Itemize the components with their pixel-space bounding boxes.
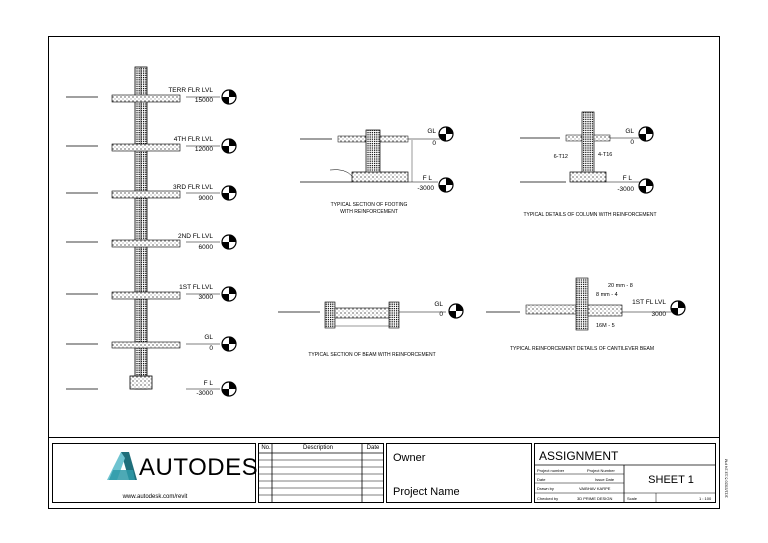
date-label: Date	[537, 477, 546, 482]
elevation-column	[129, 66, 153, 390]
footing-caption: WITH REINFORCEMENT	[340, 209, 398, 215]
level-marker-icon	[670, 300, 686, 316]
level-name: 4TH FLR LVL	[174, 136, 214, 143]
level-marker-icon	[221, 89, 237, 105]
issue-date: Issue Date	[595, 477, 615, 482]
rev-no-header: No.	[261, 445, 271, 451]
level-marker-icon	[638, 178, 654, 194]
drawing-sheet	[48, 36, 720, 509]
rev-desc-header: Description	[302, 445, 333, 451]
drawn-by-value: VAIBHAV KARPE	[579, 486, 611, 491]
project-name: Project Name	[393, 486, 460, 498]
level-marker-icon	[438, 126, 454, 142]
level-marker-icon	[448, 303, 464, 319]
logo-panel: AUTODESK. www.autodesk.com/revit	[52, 443, 281, 503]
scale-value: 1 : 100	[699, 496, 712, 501]
slab-gl	[66, 341, 220, 349]
footing-caption: TYPICAL SECTION OF FOOTING	[331, 202, 408, 208]
beam-gl-value: 0	[439, 311, 443, 318]
column-fl-value: -3000	[617, 186, 634, 193]
plot-timestamp: 1/11/2020 5:13:24 PM	[723, 458, 729, 499]
footing-fl-value: -3000	[417, 185, 434, 192]
level-value: 6000	[199, 244, 214, 251]
brand-url: www.autodesk.com/revit	[122, 494, 188, 500]
project-number-value: Project Number	[587, 468, 615, 473]
cantilever-caption: TYPICAL REINFORCEMENT DETAILS OF CANTILE…	[510, 346, 654, 352]
owner-label: Owner	[393, 452, 426, 464]
level-value: -3000	[196, 390, 213, 397]
sheet-info-grid	[534, 464, 716, 503]
level-marker-icon	[438, 177, 454, 193]
rev-date-header: Date	[366, 445, 380, 451]
level-marker-icon	[221, 336, 237, 352]
sheet-info-panel: ASSIGNMENT Project number Project Number…	[534, 443, 716, 503]
level-value: 15000	[195, 97, 213, 104]
drawn-by-label: Drawn by	[537, 486, 554, 491]
beam-detail: GL 0 TYPICAL SECTION OF BEAM WITH REINFO…	[278, 301, 464, 358]
column-caption: TYPICAL DETAILS OF COLUMN WITH REINFORCE…	[523, 212, 656, 218]
title-block: AUTODESK. www.autodesk.com/revit No. Des…	[48, 437, 720, 509]
column-gl-value: 0	[630, 139, 634, 146]
cantilever-bar-bottom: 16M - 5	[596, 323, 615, 329]
cantilever-detail: 20 mm - 8 8 mm - 4 16M - 5 1ST FL LVL 30…	[486, 277, 686, 352]
column-detail: 6-T12 4-T16 GL 0 F L -3000 TYPICAL DETAI…	[520, 111, 657, 218]
sheet-number: SHEET 1	[648, 474, 694, 486]
footing-fl-label: F L	[423, 175, 433, 182]
level-value: 12000	[195, 146, 213, 153]
column-gl-label: GL	[625, 128, 634, 135]
project-number-label: Project number	[537, 468, 565, 473]
cantilever-bar-mid: 8 mm - 4	[596, 292, 618, 298]
footing-detail: GL 0 F L -3000 TYPICAL SECTION OF FOOTIN…	[300, 126, 454, 215]
level-labels: TERR FLR LVL 15000 4TH FLR LVL 12000 3RD…	[168, 87, 237, 397]
level-name: 2ND FL LVL	[178, 233, 213, 240]
level-name: 3RD FLR LVL	[173, 184, 213, 191]
column-bar-left: 6-T12	[554, 154, 568, 160]
level-marker-icon	[221, 234, 237, 250]
slab-3rd	[66, 190, 220, 199]
revision-table: No. Description Date	[258, 443, 384, 503]
checked-by-label: Checked by	[537, 496, 559, 501]
footing-gl-label: GL	[427, 128, 436, 135]
beam-gl-label: GL	[434, 301, 443, 308]
slab-1st	[66, 291, 220, 300]
autodesk-logo-icon	[107, 452, 137, 480]
cantilever-level-value: 3000	[652, 311, 667, 318]
brand-name: AUTODESK.	[139, 454, 282, 481]
slab-4th	[66, 143, 220, 152]
level-name: TERR FLR LVL	[168, 87, 213, 94]
column-fl-label: F L	[623, 175, 633, 182]
slab-terr	[66, 94, 220, 103]
level-marker-icon	[221, 381, 237, 397]
level-name: 1ST FL LVL	[179, 284, 213, 291]
footing-gl-value: 0	[432, 140, 436, 147]
slab-2nd	[66, 239, 220, 248]
cantilever-bar-top: 20 mm - 8	[608, 283, 633, 289]
level-marker-icon	[221, 185, 237, 201]
scale-label: Scale	[627, 496, 638, 501]
level-value: 3000	[199, 294, 214, 301]
level-value: 9000	[199, 195, 214, 202]
beam-caption: TYPICAL SECTION OF BEAM WITH REINFORCEME…	[308, 352, 435, 358]
assignment-title: ASSIGNMENT	[539, 449, 619, 463]
level-name: F L	[204, 380, 214, 387]
revision-grid	[258, 443, 384, 503]
level-value: 0	[209, 345, 213, 352]
level-marker-icon	[638, 126, 654, 142]
level-marker-icon	[221, 286, 237, 302]
column-bar-right: 4-T16	[598, 152, 612, 158]
cantilever-level-label: 1ST FL LVL	[632, 299, 666, 306]
checked-by-value: 3D PRIME DESIGN	[577, 496, 613, 501]
level-name: GL	[204, 334, 213, 341]
owner-panel: Owner Project Name	[386, 443, 532, 503]
level-marker-icon	[221, 138, 237, 154]
slab-group	[66, 94, 220, 390]
